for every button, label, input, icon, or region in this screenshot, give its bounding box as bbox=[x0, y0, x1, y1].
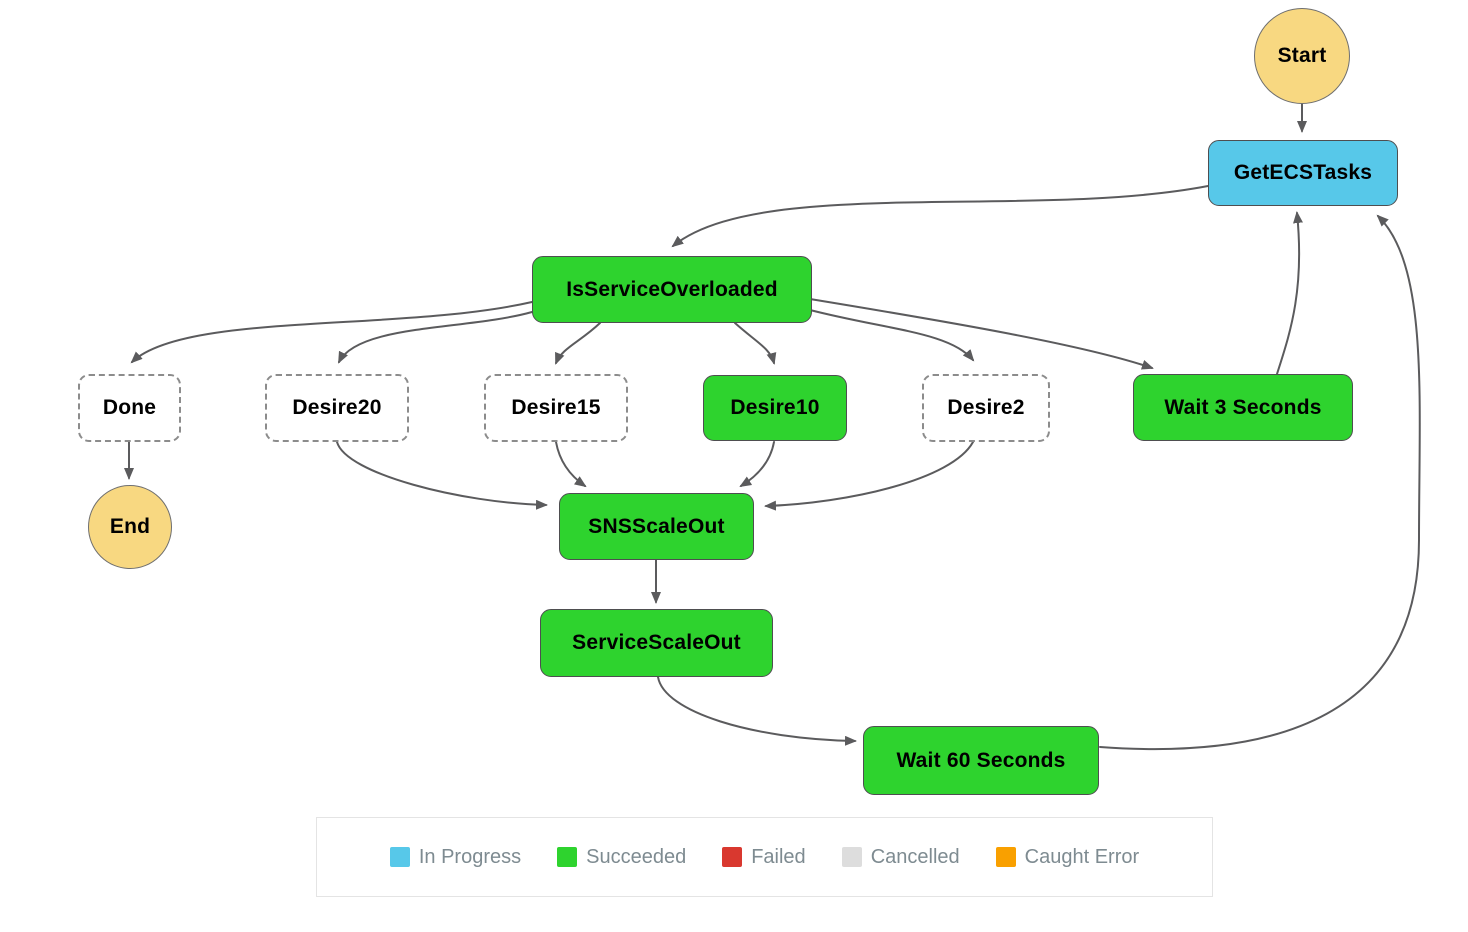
state-label-start: Start bbox=[1277, 44, 1327, 67]
state-node-isserviceoverloaded[interactable]: IsServiceOverloaded bbox=[532, 256, 812, 323]
legend-label: In Progress bbox=[418, 845, 522, 868]
state-node-end[interactable]: End bbox=[88, 485, 172, 569]
edge-wait3seconds-to-getecstasks bbox=[1276, 211, 1303, 375]
state-label-desire20: Desire20 bbox=[292, 396, 382, 419]
state-node-desire10[interactable]: Desire10 bbox=[703, 375, 847, 441]
state-label-snsscaleout: SNSScaleOut bbox=[588, 514, 725, 538]
cancelled-swatch-icon bbox=[841, 847, 862, 867]
legend-label: Succeeded bbox=[586, 845, 687, 868]
in-progress-swatch-icon bbox=[389, 847, 410, 867]
state-node-wait60seconds[interactable]: Wait 60 Seconds bbox=[863, 726, 1099, 795]
legend-item-in-progress: In Progress bbox=[389, 845, 522, 869]
legend-item-failed: Failed bbox=[722, 845, 806, 869]
edge-isserviceoverloaded-to-desire15 bbox=[555, 322, 601, 365]
state-node-start[interactable]: Start bbox=[1254, 8, 1350, 104]
state-node-done[interactable]: Done bbox=[78, 374, 181, 442]
status-legend: In Progress Succeeded Failed Cancelled C… bbox=[316, 817, 1213, 897]
state-label-wait3seconds: Wait 3 Seconds bbox=[1164, 395, 1322, 419]
edge-getecstasks-to-isserviceoverloaded bbox=[671, 185, 1209, 248]
state-label-servicescaleout: ServiceScaleOut bbox=[572, 631, 741, 654]
state-label-isserviceoverloaded: IsServiceOverloaded bbox=[566, 277, 778, 301]
succeeded-swatch-icon bbox=[557, 847, 578, 867]
legend-label: Cancelled bbox=[870, 845, 960, 868]
state-node-snsscaleout[interactable]: SNSScaleOut bbox=[559, 493, 754, 560]
legend-item-succeeded: Succeeded bbox=[557, 846, 686, 869]
edge-isserviceoverloaded-to-wait3seconds bbox=[809, 298, 1154, 370]
state-label-desire15: Desire15 bbox=[511, 396, 601, 419]
state-label-done: Done bbox=[102, 396, 157, 419]
edge-desire20-to-snsscaleout bbox=[336, 441, 548, 510]
edge-desire2-to-snsscaleout bbox=[764, 441, 974, 511]
edge-isserviceoverloaded-to-desire2 bbox=[809, 309, 975, 362]
state-label-desire10: Desire10 bbox=[730, 396, 820, 419]
edge-servicescaleout-to-wait60seconds bbox=[657, 676, 857, 746]
edge-desire10-to-snsscaleout bbox=[739, 441, 775, 488]
state-node-desire2[interactable]: Desire2 bbox=[922, 374, 1050, 442]
state-node-desire15[interactable]: Desire15 bbox=[484, 374, 628, 442]
edge-isserviceoverloaded-to-done bbox=[130, 301, 533, 364]
state-node-getecstasks[interactable]: GetECSTasks bbox=[1208, 140, 1398, 206]
state-label-end: End bbox=[109, 515, 151, 538]
state-label-desire2: Desire2 bbox=[947, 396, 1025, 419]
edge-wait60seconds-to-getecstasks bbox=[1099, 214, 1421, 751]
state-label-getecstasks: GetECSTasks bbox=[1233, 161, 1373, 184]
edge-isserviceoverloaded-to-desire20 bbox=[338, 311, 533, 364]
edge-desire15-to-snsscaleout bbox=[555, 441, 587, 488]
legend-item-caught-error: Caught Error bbox=[995, 845, 1140, 869]
state-node-wait3seconds[interactable]: Wait 3 Seconds bbox=[1133, 374, 1353, 441]
legend-label: Caught Error bbox=[1024, 845, 1140, 868]
legend-item-cancelled: Cancelled bbox=[841, 845, 960, 869]
failed-swatch-icon bbox=[722, 847, 743, 867]
state-label-wait60seconds: Wait 60 Seconds bbox=[896, 748, 1066, 772]
state-node-desire20[interactable]: Desire20 bbox=[265, 374, 409, 442]
legend-label: Failed bbox=[751, 845, 806, 868]
state-node-servicescaleout[interactable]: ServiceScaleOut bbox=[540, 609, 773, 677]
caught-error-swatch-icon bbox=[995, 847, 1016, 867]
edge-isserviceoverloaded-to-desire10 bbox=[734, 322, 777, 365]
